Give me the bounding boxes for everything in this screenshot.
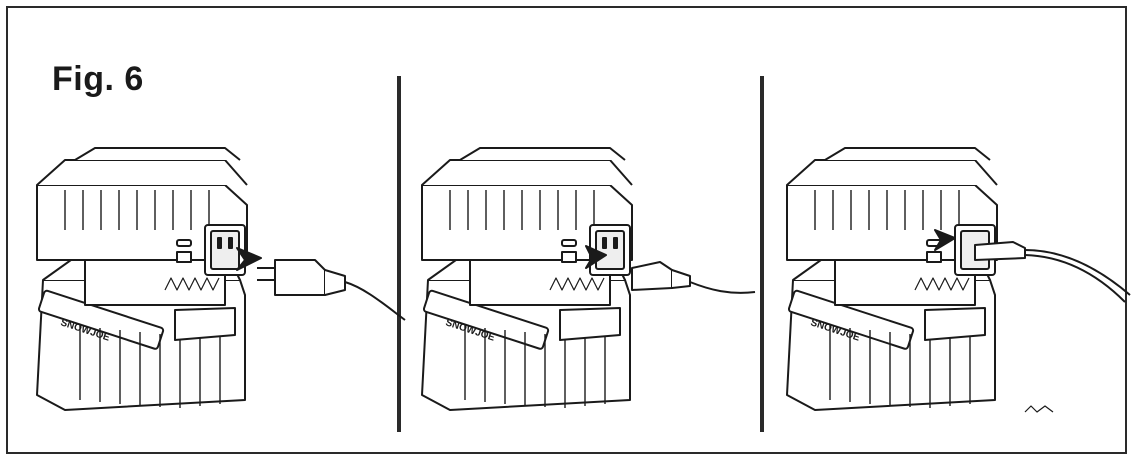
panel-divider-2 [760,76,764,432]
figure-frame [6,6,1127,454]
power-cord [344,281,406,321]
power-plug [257,259,346,296]
panel-step-1: SNOWJOE [25,130,406,440]
panel-step-2: SNOWJOE [410,130,790,440]
device-illustration-step-3: SNOWJOE [786,147,1131,413]
device-illustration-step-2: SNOWJOE [421,147,756,411]
device-illustration-step-1: SNOWJOE [36,147,406,411]
figure-title: Fig. 6 [52,60,144,98]
panel-step-3: SNOWJOE [775,130,1135,440]
panel-divider-1 [397,76,401,432]
